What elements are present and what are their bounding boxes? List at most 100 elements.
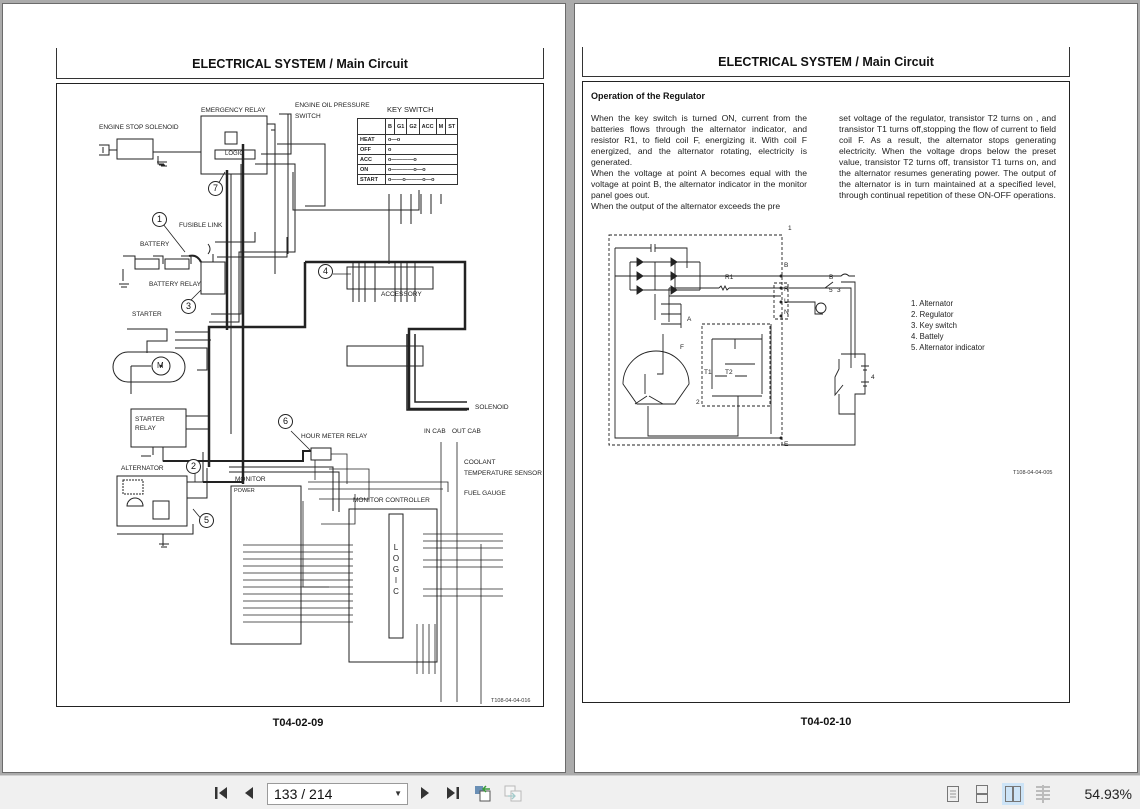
label-hour-meter-relay: HOUR METER RELAY: [301, 433, 368, 440]
diag-label-R1: R1: [725, 274, 734, 281]
logic-letter: L: [393, 543, 399, 552]
paragraph: When the key switch is turned ON, curren…: [591, 113, 807, 167]
page-header: ELECTRICAL SYSTEM / Main Circuit: [582, 47, 1070, 77]
page-number-field[interactable]: 133 / 214 ▼: [267, 783, 408, 805]
callout-1: 1: [152, 212, 167, 227]
label-starter: STARTER: [132, 311, 162, 318]
diag-label-R: R: [784, 286, 789, 293]
header-title: ELECTRICAL SYSTEM / Main Circuit: [718, 55, 934, 69]
label-starter-relay-2: RELAY: [135, 425, 156, 432]
accessory-fuse-block: [346, 266, 434, 290]
ks-conn: o————o—o: [384, 164, 459, 175]
single-page-icon: [947, 786, 959, 802]
next-page-icon: [421, 787, 429, 799]
header-title: ELECTRICAL SYSTEM / Main Circuit: [192, 57, 408, 71]
ks-col: ACC: [418, 118, 437, 135]
label-switch: SWITCH: [295, 113, 321, 120]
page-left: ELECTRICAL SYSTEM / Main Circuit: [2, 3, 566, 773]
callout-7: 7: [208, 181, 223, 196]
ks-row-label: START: [357, 174, 386, 185]
label-engine-oil-pressure: ENGINE OIL PRESSURE: [295, 102, 370, 109]
next-view-button[interactable]: [502, 784, 524, 802]
previous-page-icon: [245, 787, 253, 799]
previous-page-button[interactable]: [240, 784, 258, 802]
diag-label-1: 1: [788, 225, 792, 232]
diag-label-2: 2: [696, 399, 700, 406]
callout-2: 2: [186, 459, 201, 474]
ks-row-label: HEAT: [357, 134, 386, 145]
zoom-level[interactable]: 54.93%: [1084, 786, 1132, 802]
ks-conn: o————o: [384, 154, 459, 165]
monitor-box: [230, 485, 302, 645]
logic-letter: G: [392, 565, 400, 574]
continuous-facing-view-button[interactable]: [1032, 783, 1054, 805]
alternator-boundary: [608, 234, 783, 446]
previous-view-button[interactable]: [472, 784, 494, 802]
main-circuit-diagram: [99, 113, 503, 704]
page-number-value: 133 / 214: [274, 786, 333, 802]
label-out-cab: OUT CAB: [452, 428, 481, 435]
label-emergency-relay: EMERGENCY RELAY: [201, 107, 266, 114]
paragraph: When the voltage at point A becomes equa…: [591, 168, 807, 200]
figure-id: T108-04-04-016: [491, 698, 531, 704]
monitor-lamp-rows: [243, 544, 353, 623]
label-alternator: ALTERNATOR: [121, 465, 164, 472]
emergency-relay-box: [200, 115, 268, 175]
next-page-button[interactable]: [416, 784, 434, 802]
ks-row-label: ON: [357, 164, 386, 175]
key-switch-corner: [357, 118, 386, 135]
diagram-frame: [56, 83, 544, 707]
text-column-left: When the key switch is turned ON, curren…: [591, 113, 807, 212]
label-in-cab: IN CAB: [424, 428, 446, 435]
ks-conn: o——o———o—o: [384, 174, 459, 185]
alternator-indicator-lamp: [815, 302, 827, 314]
continuous-facing-icon: [1036, 785, 1050, 803]
previous-view-icon: [475, 785, 491, 802]
label-solenoid: SOLENOID: [475, 404, 509, 411]
label-logic: LOGIC: [225, 151, 244, 157]
hour-meter-relay-box: [310, 447, 332, 461]
single-page-view-button[interactable]: [942, 783, 964, 805]
diag-label-3: 3: [837, 287, 841, 294]
label-coolant: COOLANT: [464, 459, 496, 466]
page-right: ELECTRICAL SYSTEM / Main Circuit Operati…: [574, 3, 1138, 773]
logic-letter: C: [393, 587, 399, 596]
legend-item: 3. Key switch: [911, 321, 957, 330]
dropdown-arrow-icon[interactable]: ▼: [394, 789, 402, 798]
label-starter-relay-1: STARTER: [135, 416, 165, 423]
last-page-button[interactable]: [442, 784, 462, 802]
regulator-circuit-diagram: [608, 234, 869, 446]
label-fuel-gauge: FUEL GAUGE: [464, 490, 506, 497]
legend-item: 4. Battely: [911, 332, 944, 341]
legend-item: 5. Alternator indicator: [911, 343, 985, 352]
callout-3: 3: [181, 299, 196, 314]
label-monitor-controller: MONITOR CONTROLLER: [353, 497, 430, 504]
diag-label-E: E: [784, 441, 789, 448]
legend-item: 1. Alternator: [911, 299, 954, 308]
facing-view-button[interactable]: [1002, 783, 1024, 805]
label-key-switch: KEY SWITCH: [387, 105, 434, 114]
document-viewport[interactable]: ELECTRICAL SYSTEM / Main Circuit: [0, 0, 1140, 775]
logic-letter: O: [392, 554, 400, 563]
ks-col: M: [435, 118, 447, 135]
callout-6: 6: [278, 414, 293, 429]
label-engine-stop-solenoid: ENGINE STOP SOLENOID: [99, 124, 179, 131]
first-page-button[interactable]: [212, 784, 232, 802]
label-battery: BATTERY: [140, 241, 170, 248]
ks-col: G1: [393, 118, 408, 135]
diag-label-N: N: [784, 309, 789, 316]
ks-row-label: ACC: [357, 154, 386, 165]
label-fusible-link: FUSIBLE LINK: [179, 222, 223, 229]
label-battery-relay: BATTERY RELAY: [149, 281, 201, 288]
continuous-view-button[interactable]: [971, 783, 993, 805]
fuse-block: [346, 345, 424, 367]
callout-4: 4: [318, 264, 333, 279]
last-page-icon: [447, 787, 459, 799]
logic-vertical-text: L O G I C: [391, 542, 401, 597]
alternator-box: [116, 475, 188, 527]
ks-col: G2: [406, 118, 420, 135]
